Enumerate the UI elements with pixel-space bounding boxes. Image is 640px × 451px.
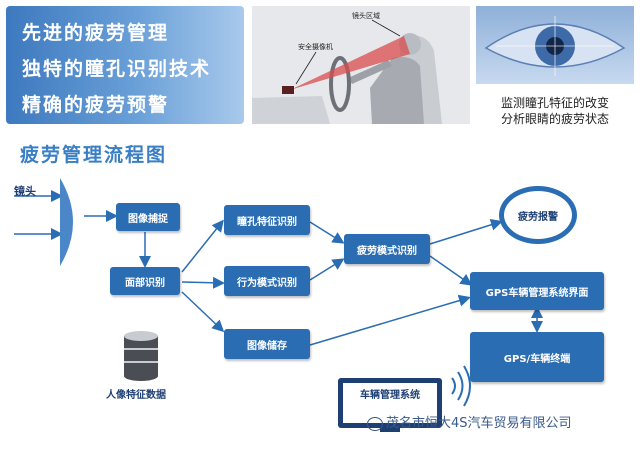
banner-line-3: 精确的疲劳预警 (22, 94, 170, 116)
eye-caption-line-2: 分析眼睛的疲劳状态 (500, 112, 609, 126)
node-behavior-recognition: 行为模式识别 (224, 266, 310, 296)
database-icon (124, 331, 158, 381)
lens-label: 镜头 (14, 185, 36, 198)
node-image-capture: 图像捕捉 (116, 203, 180, 231)
node-fatigue-alarm: 疲劳报警 (499, 186, 577, 244)
driver-camera-illustration: 镜头区域 安全摄像机 (252, 6, 470, 124)
driver-illustration-image (252, 6, 470, 124)
flow-title: 疲劳管理流程图 (20, 144, 168, 166)
database-label: 人像特征数据 (106, 390, 166, 401)
eye-monitoring-panel: 监测瞳孔特征的改变 分析眼睛的疲劳状态 (476, 6, 634, 126)
watermark-text: 茂名市恒大4S汽车贸易有限公司 (386, 416, 572, 431)
node-face-recognition: 面部识别 (110, 267, 180, 295)
lens-shape (60, 178, 73, 266)
camera-label: 安全摄像机 (298, 43, 333, 51)
node-pupil-recognition: 瞳孔特征识别 (224, 205, 310, 235)
vehicle-system-label: 车辆管理系统 (360, 389, 420, 401)
eye-icon (484, 16, 626, 76)
camera-range-label: 镜头区域 (352, 12, 380, 20)
node-fatigue-mode: 疲劳模式识别 (344, 234, 430, 264)
eye-caption-line-1: 监测瞳孔特征的改变 (500, 96, 609, 110)
node-image-storage: 图像储存 (224, 329, 310, 359)
banner-line-2: 独特的瞳孔识别技术 (22, 58, 212, 80)
monitor-icon (338, 378, 442, 432)
node-gps-terminal: GPS/车辆终端 (470, 332, 604, 382)
wechat-icon (367, 416, 383, 431)
watermark: 茂名市恒大4S汽车贸易有限公司 (367, 412, 572, 431)
banner-line-1: 先进的疲劳管理 (22, 22, 170, 44)
feature-banner: 先进的疲劳管理 独特的瞳孔识别技术 精确的疲劳预警 (6, 6, 244, 124)
eye-image (476, 6, 634, 84)
node-gps-interface: GPS车辆管理系统界面 (470, 272, 604, 310)
